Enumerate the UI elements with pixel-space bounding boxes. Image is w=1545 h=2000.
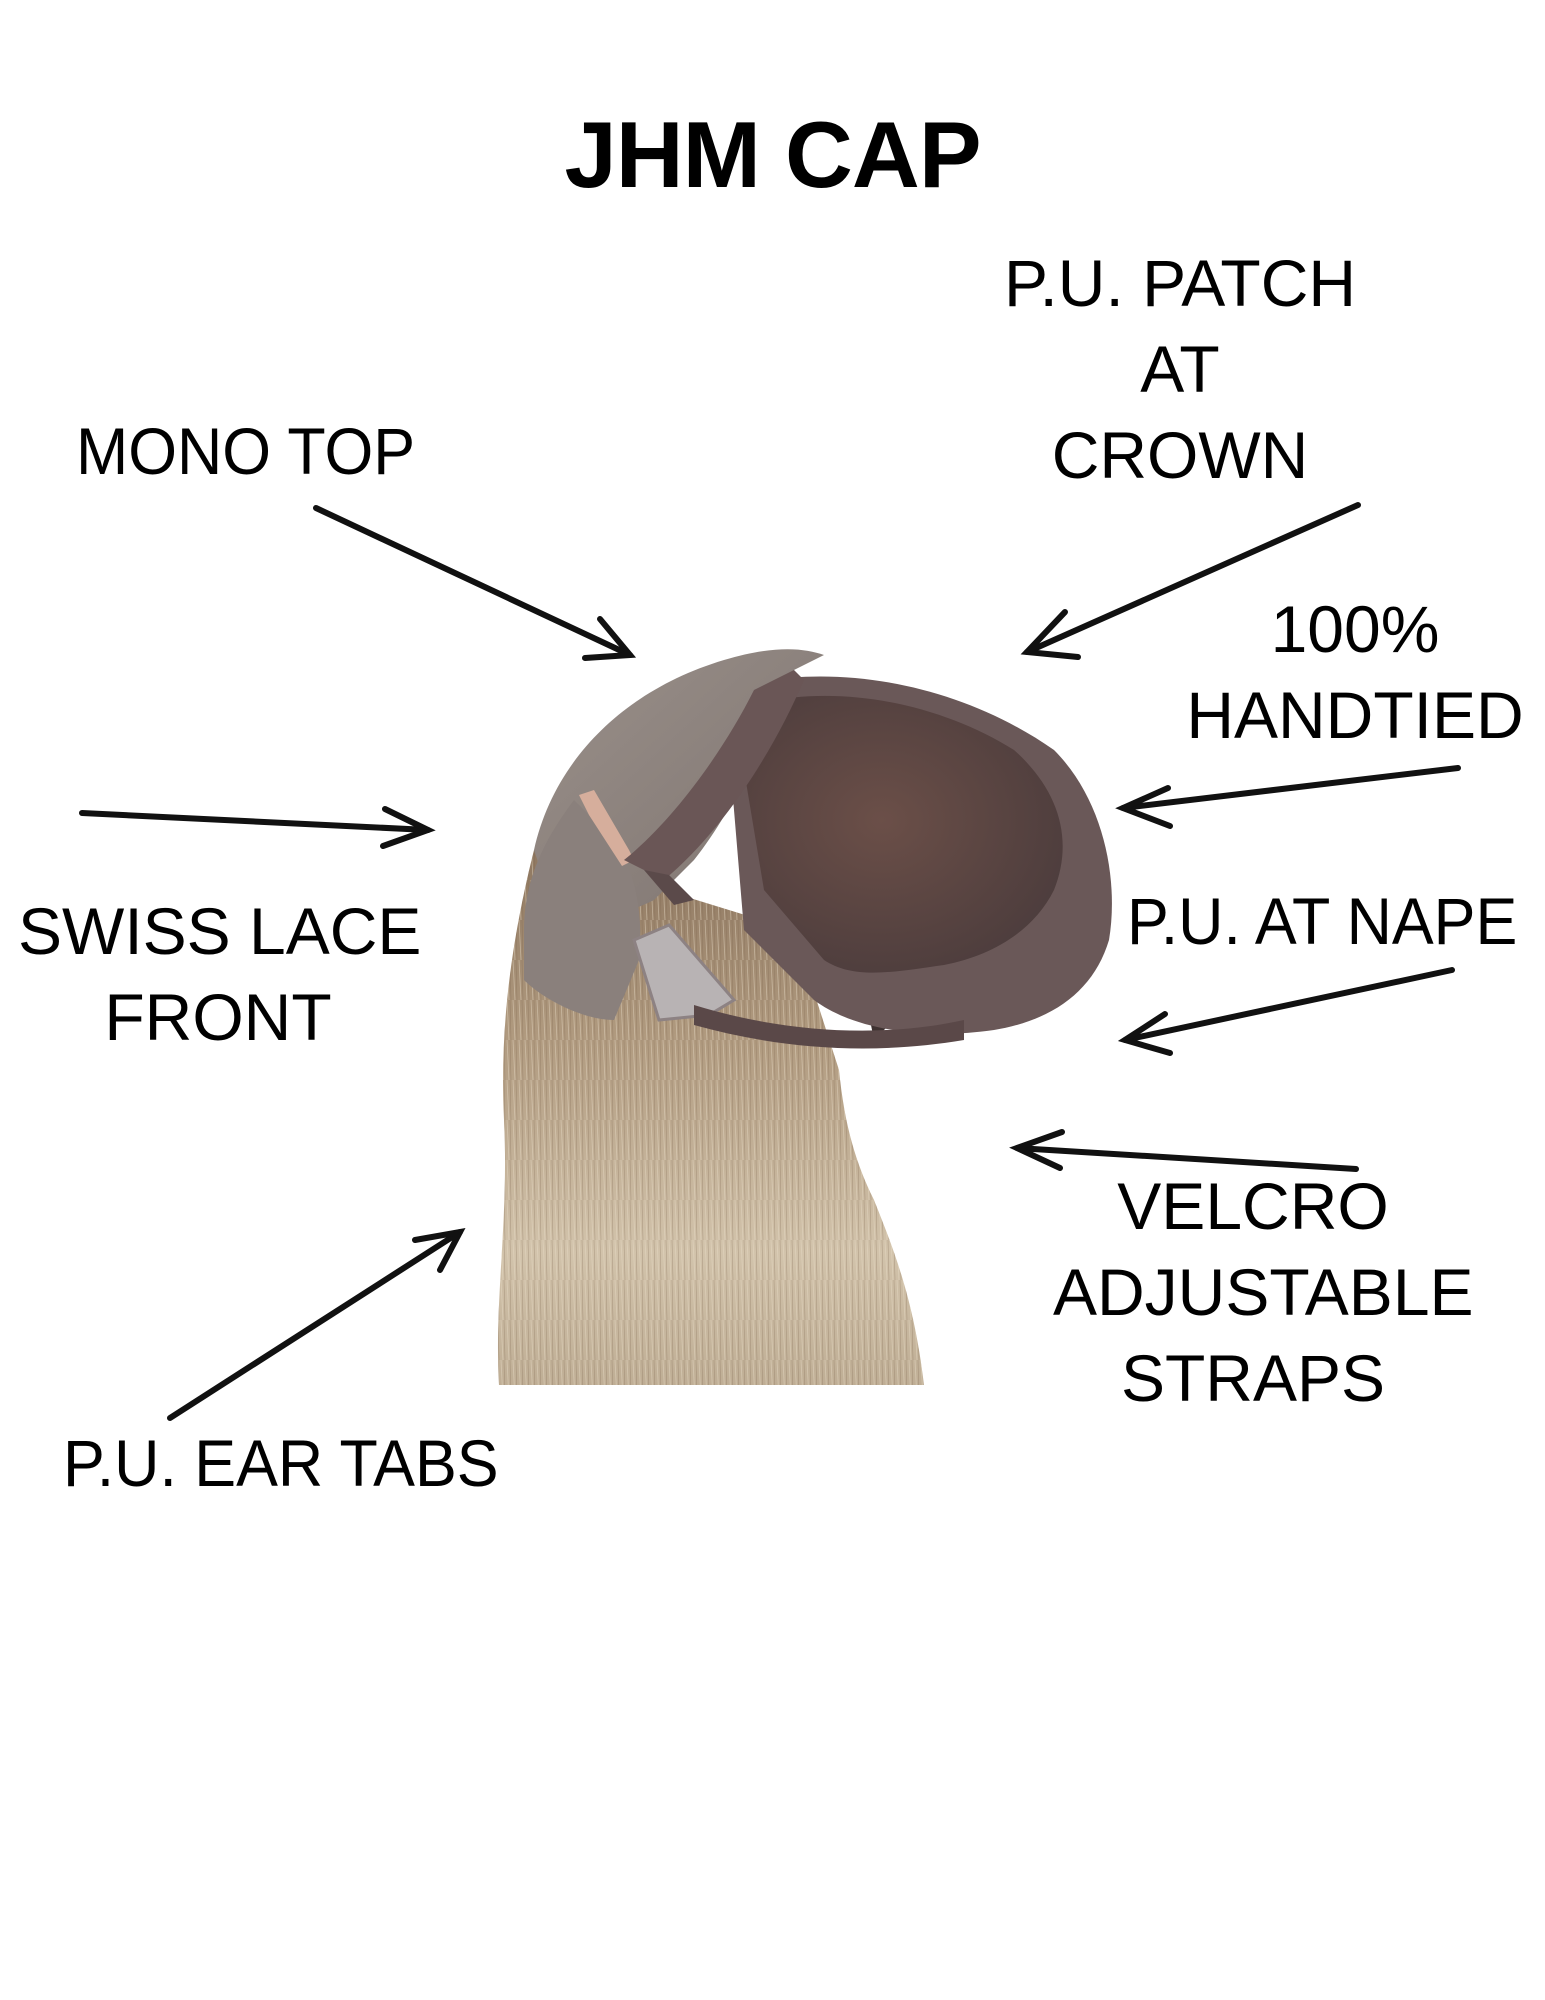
- label-pu-patch-crown: P.U. PATCH AT CROWN: [980, 240, 1380, 498]
- label-pu-patch-line2: AT: [1140, 332, 1220, 406]
- label-handtied: 100% HANDTIED: [1165, 586, 1545, 758]
- label-pu-patch-line1: P.U. PATCH: [1003, 246, 1357, 320]
- ear-tab: [632, 923, 737, 1022]
- arrow-handtied: [1115, 765, 1461, 829]
- label-mono-top: MONO TOP: [76, 414, 416, 488]
- arrow-ear-tabs: [167, 1227, 466, 1421]
- label-velcro-line1: VELCRO: [1117, 1169, 1389, 1243]
- lace-strip: [579, 790, 634, 866]
- label-velcro-line2: ADJUSTABLE: [1053, 1255, 1474, 1329]
- label-swiss-lace-line2: FRONT: [104, 980, 332, 1054]
- label-handtied-line2: HANDTIED: [1186, 678, 1524, 752]
- label-handtied-line1: 100%: [1270, 592, 1440, 666]
- label-swiss-lace-front: SWISS LACE FRONT: [18, 888, 422, 1060]
- handtied-mesh: [734, 695, 1063, 973]
- label-ear-tabs: P.U. EAR TABS: [63, 1426, 499, 1500]
- label-velcro-straps: VELCRO ADJUSTABLE STRAPS: [1053, 1163, 1474, 1421]
- arrow-pu-nape: [1117, 967, 1455, 1056]
- wig-cap-photo: [497, 649, 1112, 1385]
- label-swiss-lace-line1: SWISS LACE: [18, 894, 422, 968]
- label-velcro-line3: STRAPS: [1120, 1341, 1386, 1415]
- label-pu-nape: P.U. AT NAPE: [1127, 884, 1518, 958]
- label-pu-patch-line3: CROWN: [1051, 418, 1309, 492]
- arrow-swiss-lace: [79, 806, 436, 849]
- diagram-title: JHM CAP: [564, 102, 981, 207]
